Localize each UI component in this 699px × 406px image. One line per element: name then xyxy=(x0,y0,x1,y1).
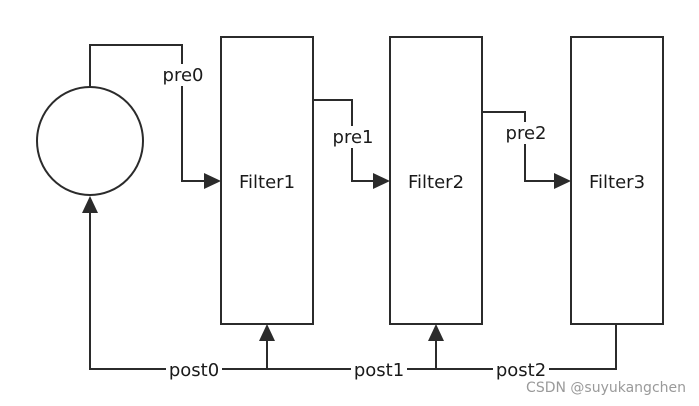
edge-pre0-label: pre0 xyxy=(163,65,204,86)
edge-post2-label: post2 xyxy=(496,360,546,381)
edge-pre2-label-bg xyxy=(503,122,549,144)
edge-post1-label: post1 xyxy=(354,360,404,381)
filter2-box xyxy=(389,36,483,325)
edge-pre1-arrowhead xyxy=(373,173,390,189)
edge-post1-arrowhead xyxy=(259,324,275,341)
source-circle-node xyxy=(36,86,144,196)
watermark-text: CSDN @suyukangchen xyxy=(526,380,686,396)
edge-post0-arrowhead xyxy=(82,196,98,213)
edge-post0-label-bg xyxy=(166,359,222,381)
edge-pre1-label: pre1 xyxy=(333,127,374,148)
filter2-label: Filter2 xyxy=(408,172,464,193)
edge-pre2-label: pre2 xyxy=(506,123,547,144)
filter1-box xyxy=(220,36,314,325)
edge-pre2-arrowhead xyxy=(554,173,571,189)
edge-pre0-arrowhead xyxy=(204,173,221,189)
edge-pre0-label-bg xyxy=(160,64,206,86)
edge-post-return-line xyxy=(89,212,617,370)
edge-post2-label-bg xyxy=(493,359,549,381)
edge-pre1-label-bg xyxy=(330,126,376,148)
filter3-box xyxy=(570,36,664,325)
edge-pre2-line xyxy=(482,111,557,182)
edge-post0-label: post0 xyxy=(169,360,219,381)
filter1-label: Filter1 xyxy=(239,172,295,193)
edge-post1-label-bg xyxy=(351,359,407,381)
edge-post2-arrowhead xyxy=(428,324,444,341)
edge-pre0-line xyxy=(89,44,207,182)
filter3-label: Filter3 xyxy=(589,172,645,193)
